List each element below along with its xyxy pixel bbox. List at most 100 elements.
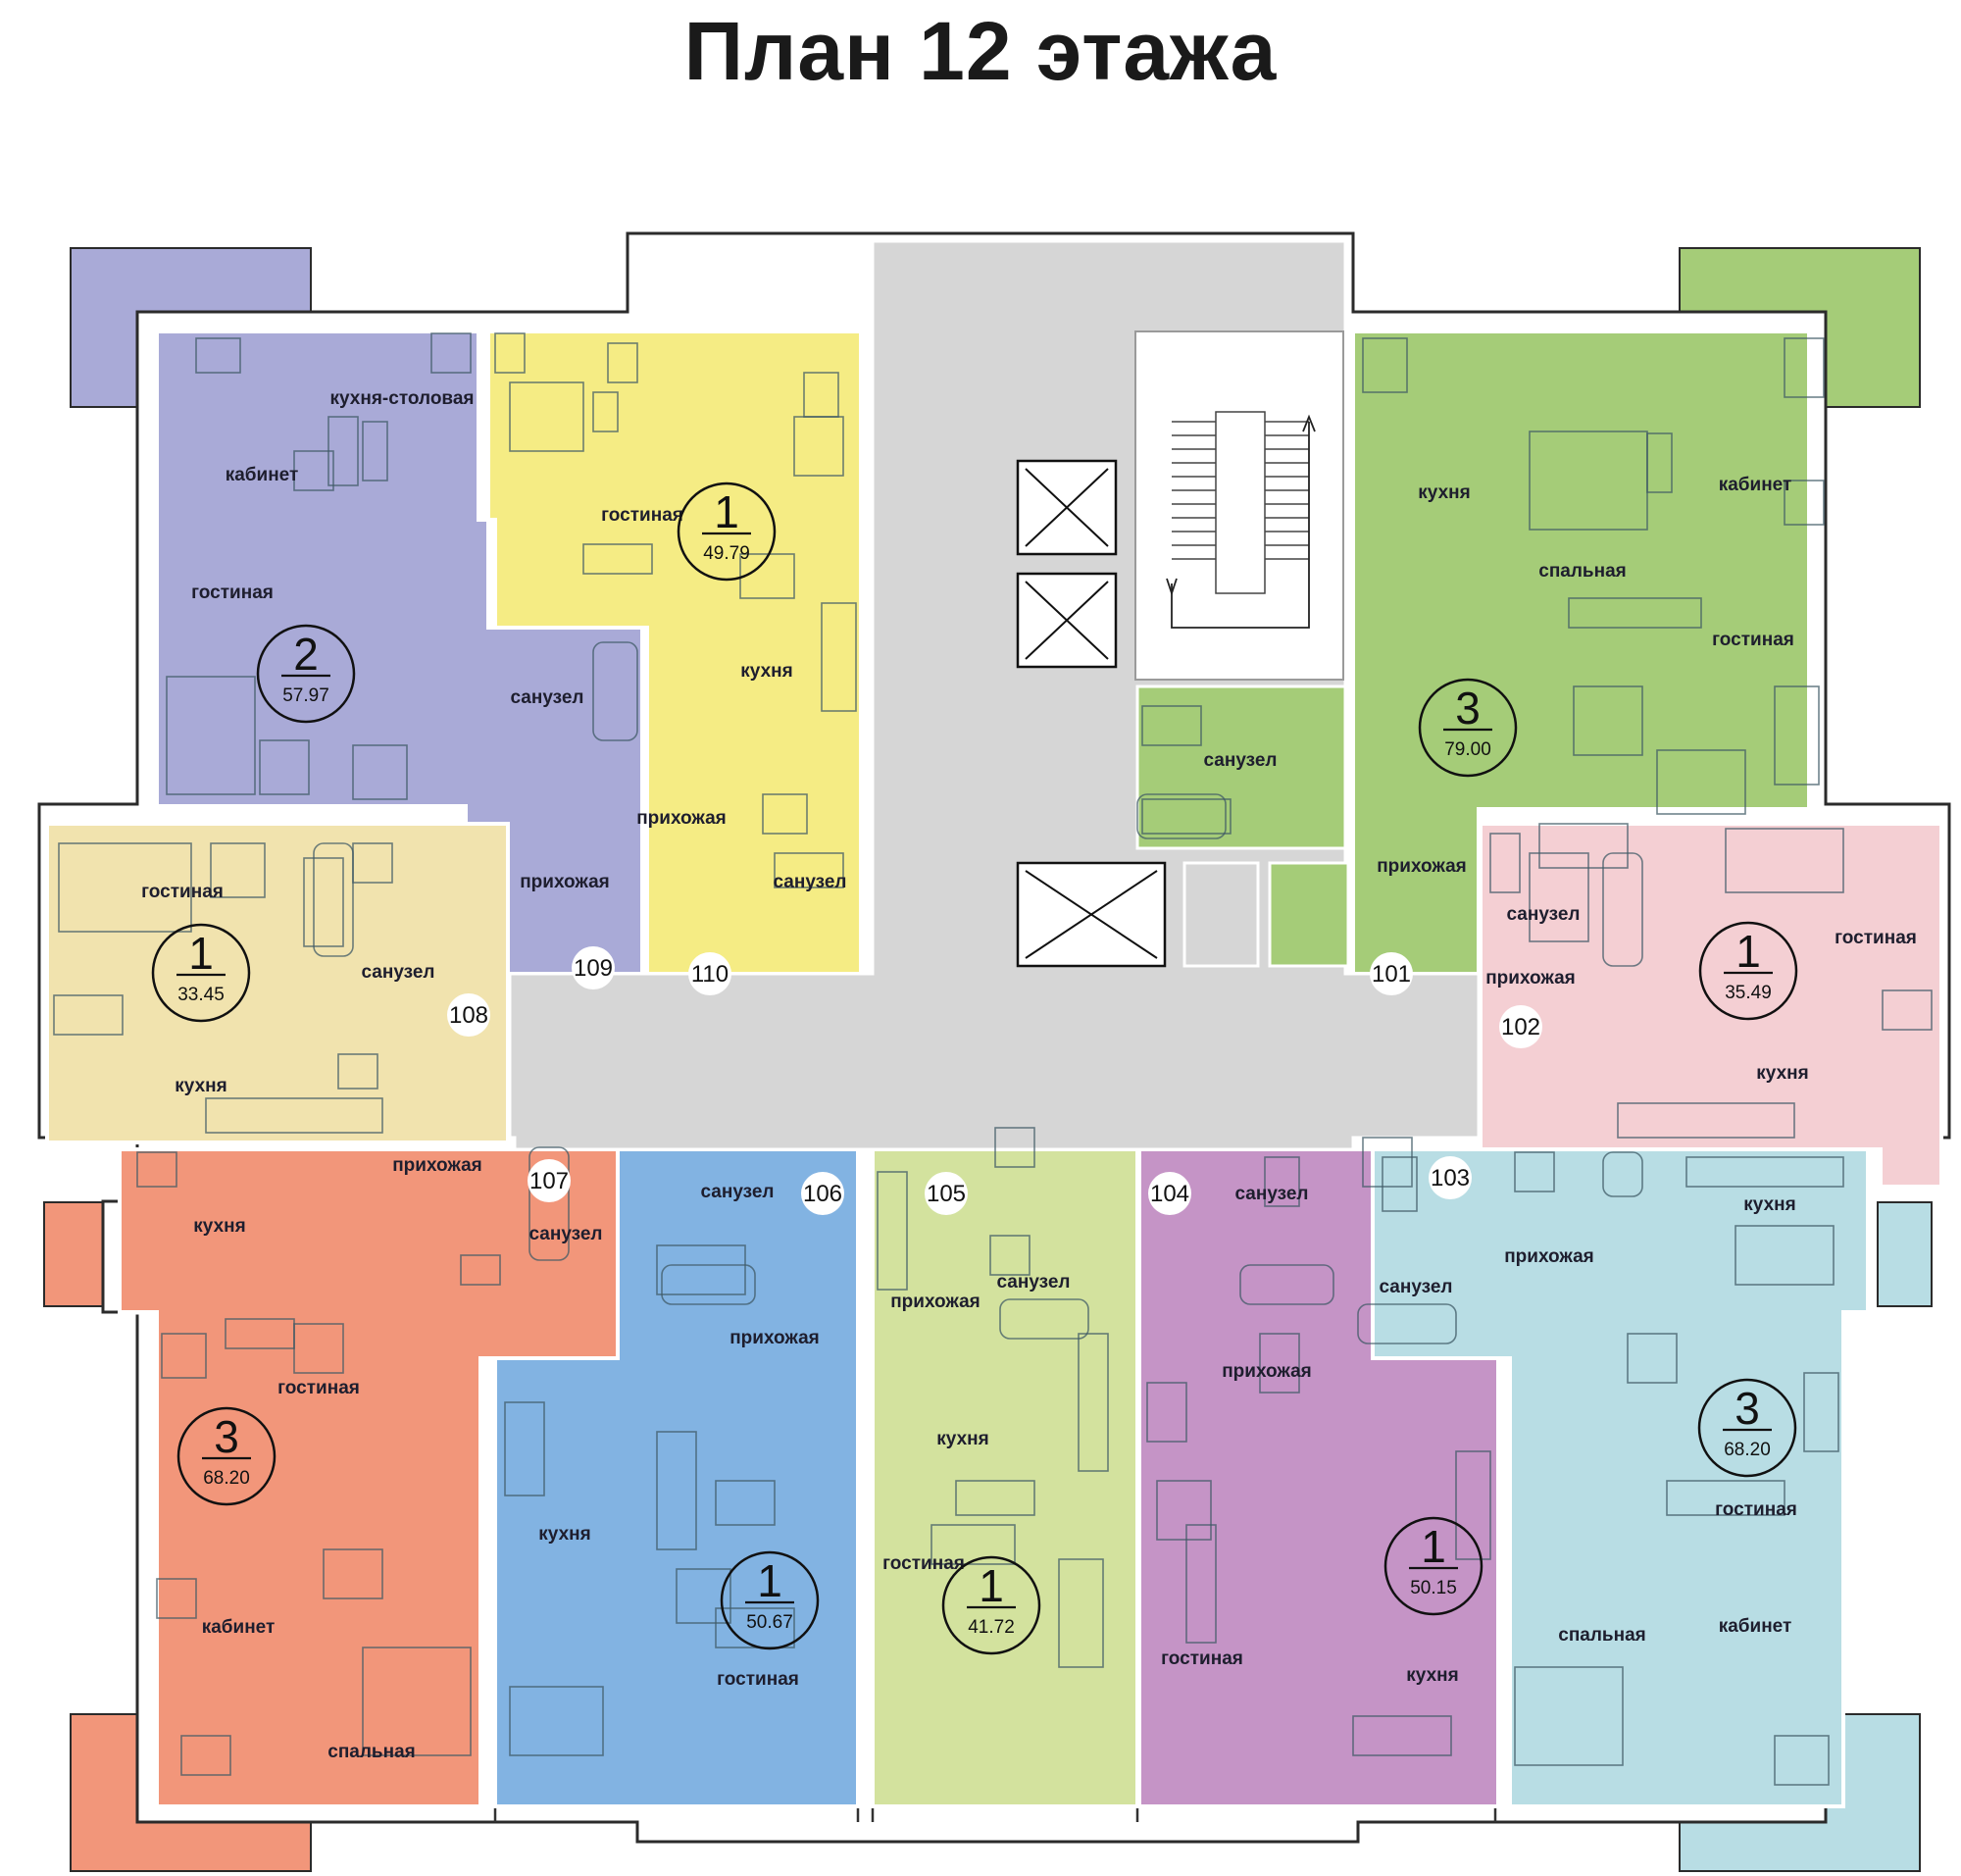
service-room bbox=[1182, 861, 1260, 968]
apartment-number: 109 bbox=[574, 955, 613, 982]
furniture-outline bbox=[53, 994, 124, 1036]
room-label: прихожая bbox=[636, 808, 727, 829]
room-label: кухня bbox=[175, 1076, 226, 1096]
room-label: санузел bbox=[1507, 904, 1581, 925]
number-circle bbox=[1499, 1005, 1542, 1048]
room-count: 1 bbox=[714, 486, 739, 537]
apartment-number: 102 bbox=[1501, 1014, 1540, 1040]
furniture-outline bbox=[509, 1686, 604, 1756]
room-label: прихожая bbox=[520, 872, 610, 892]
number-circle bbox=[801, 1172, 844, 1215]
furniture-outline bbox=[1141, 798, 1232, 835]
room-label: санузел bbox=[774, 872, 847, 892]
building-core bbox=[508, 239, 1481, 1151]
apartment-number: 110 bbox=[691, 961, 729, 988]
stair-arrow-head bbox=[1302, 414, 1316, 432]
furniture-outline bbox=[362, 421, 388, 482]
apartment-area: 33.45 bbox=[177, 985, 225, 1005]
number-circle bbox=[1370, 952, 1413, 995]
bathtub-outline bbox=[1602, 1151, 1643, 1197]
apartment-number: 108 bbox=[449, 1002, 488, 1029]
furniture-outline bbox=[762, 793, 808, 835]
badge-circle bbox=[1383, 1516, 1483, 1616]
number-circle bbox=[528, 1159, 571, 1202]
room-label: гостиная bbox=[1161, 1648, 1243, 1669]
apartment-number: 101 bbox=[1372, 961, 1411, 988]
furniture-outline bbox=[1156, 1480, 1212, 1541]
room-label: санузел bbox=[362, 962, 435, 983]
apartment-badge[interactable]: 1 41.72 105 bbox=[925, 1172, 1041, 1655]
furniture-outline bbox=[1362, 1137, 1413, 1188]
furniture-outline bbox=[715, 1480, 776, 1526]
room-count: 1 bbox=[979, 1560, 1004, 1611]
furniture-outline bbox=[994, 1127, 1035, 1168]
badge-circle bbox=[1698, 921, 1798, 1021]
apartment-area: 79.00 bbox=[1444, 739, 1491, 760]
furniture-outline bbox=[293, 1323, 344, 1374]
furniture bbox=[53, 332, 1933, 1786]
bathtub-outline bbox=[661, 1264, 756, 1305]
room-count: 3 bbox=[1735, 1383, 1760, 1434]
room-count: 1 bbox=[1421, 1521, 1446, 1572]
furniture-outline bbox=[1382, 1156, 1418, 1212]
apartment-badge[interactable]: 1 50.67 106 bbox=[720, 1172, 844, 1650]
room-label: санузел bbox=[1380, 1277, 1453, 1297]
room-label: кабинет bbox=[1719, 475, 1792, 495]
furniture-outline bbox=[821, 602, 857, 712]
room-label: кухня bbox=[1743, 1194, 1795, 1215]
room-label: кухня bbox=[1418, 482, 1470, 503]
apt-1-41-72-fill bbox=[871, 1147, 1139, 1808]
apartment-number: 105 bbox=[927, 1181, 966, 1207]
bathtub-outline bbox=[313, 842, 354, 957]
room-label: спальная bbox=[1538, 561, 1627, 582]
apartment-area: 50.67 bbox=[746, 1612, 793, 1633]
furniture-outline bbox=[1352, 1715, 1452, 1756]
apartment-badge[interactable]: 1 33.45 108 bbox=[151, 923, 490, 1037]
room-label: кухня bbox=[936, 1429, 988, 1449]
apartment-area: 41.72 bbox=[968, 1617, 1015, 1638]
furniture-outline bbox=[205, 1097, 383, 1134]
room-count: 3 bbox=[214, 1411, 239, 1462]
apartment-number: 106 bbox=[803, 1181, 842, 1207]
apartment-area: 35.49 bbox=[1725, 983, 1772, 1003]
room-label: гостиная bbox=[1835, 928, 1917, 948]
room-count: 1 bbox=[757, 1555, 782, 1606]
number-circle bbox=[572, 946, 615, 989]
furniture-outline bbox=[676, 1568, 731, 1624]
furniture-outline bbox=[352, 744, 408, 800]
apartment-area: 68.20 bbox=[203, 1468, 250, 1489]
apartment-area: 68.20 bbox=[1724, 1440, 1771, 1460]
room-label: прихожая bbox=[890, 1292, 980, 1312]
apartment-area: 57.97 bbox=[282, 685, 329, 706]
furniture-outline bbox=[494, 332, 526, 374]
room-label: кухня bbox=[740, 661, 792, 682]
furniture-outline bbox=[1735, 1225, 1835, 1286]
room-label: прихожая bbox=[1485, 968, 1576, 989]
room-label: кухня bbox=[538, 1524, 590, 1545]
room-label: прихожая bbox=[729, 1328, 820, 1348]
room-label: гостиная bbox=[141, 882, 224, 902]
furniture-outline bbox=[793, 416, 844, 477]
bathtub-outline bbox=[528, 1146, 570, 1261]
furniture-outline bbox=[1774, 1735, 1830, 1786]
room-count: 1 bbox=[188, 928, 214, 979]
room-label: прихожая bbox=[1222, 1361, 1312, 1382]
furniture-outline bbox=[1264, 1156, 1300, 1207]
furniture-outline bbox=[1803, 1372, 1839, 1452]
room-label: гостиная bbox=[191, 583, 274, 603]
furniture-outline bbox=[1141, 705, 1202, 746]
room-label: кухня bbox=[193, 1216, 245, 1237]
furniture-outline bbox=[1725, 828, 1844, 893]
furniture-outline bbox=[656, 1431, 697, 1550]
room-label: санузел bbox=[1235, 1184, 1309, 1204]
room-label: гостиная bbox=[882, 1553, 965, 1574]
furniture-outline bbox=[656, 1244, 746, 1295]
furniture-outline bbox=[1146, 1382, 1187, 1443]
